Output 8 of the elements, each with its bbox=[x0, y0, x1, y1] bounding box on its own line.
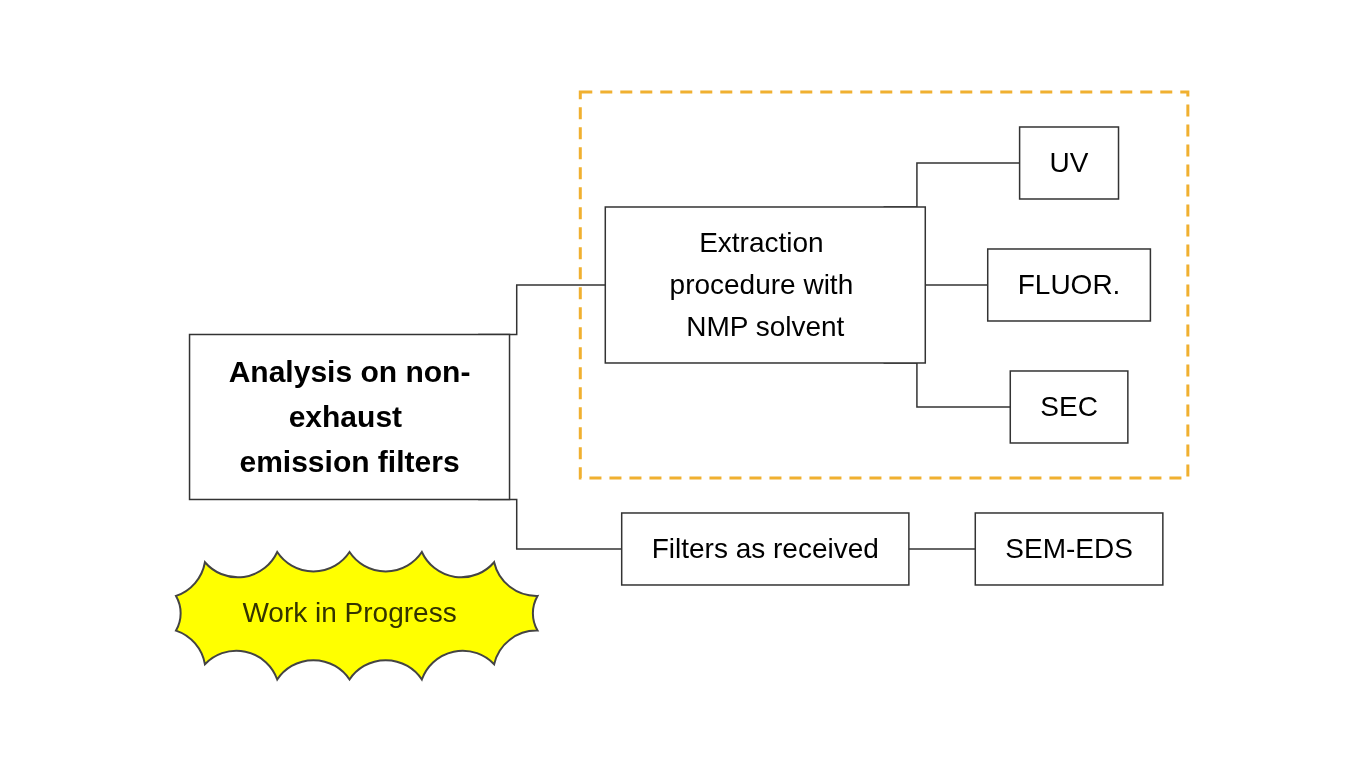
node-box: SEM-EDS bbox=[974, 512, 1164, 586]
node-box: Analysis on non-exhaust emission filters bbox=[188, 334, 510, 501]
node-box: Filters as received bbox=[620, 512, 910, 586]
node-box: Extraction procedure with NMP solvent bbox=[604, 206, 926, 364]
cluster bbox=[578, 90, 1189, 480]
node-box: SEC bbox=[1009, 370, 1129, 444]
node-box: UV bbox=[1018, 126, 1119, 200]
node-box: FLUOR. bbox=[986, 248, 1151, 322]
